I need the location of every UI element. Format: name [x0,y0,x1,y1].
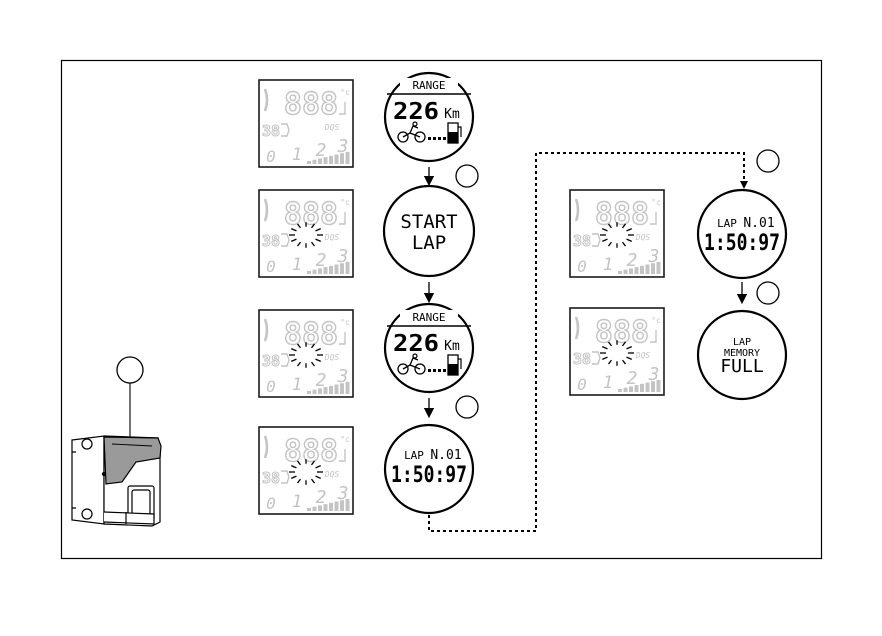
gear-prefix-digits: 38 [573,232,591,250]
memory-line1: LAP [733,337,751,348]
temperature-unit: °c [340,198,350,207]
speed-ghost-digits: 888 [595,197,649,232]
speed-ghost-digits: 888 [284,317,338,352]
speed-ghost-digits: 888 [595,315,649,350]
round-display-start-lap: START LAP [384,186,474,276]
speed-ghost-digits: 888 [284,87,338,122]
gear-number: 1 [292,492,302,512]
temperature-unit: °c [340,435,350,444]
gear-number: 1 [603,373,613,393]
speed-ghost-digits: 888 [284,197,338,232]
gear-number: 1 [292,255,302,275]
round-display-lap-time-2: LAP N.01 1:50:97 [698,190,786,278]
start-lap-line2: LAP [412,232,446,254]
gear-number: 0 [266,147,276,166]
gear-number: 1 [292,145,302,165]
callout-circle [117,357,143,383]
memory-line3: FULL [720,356,764,377]
lap-number: N.01 [743,216,774,231]
temperature-unit: °c [340,318,350,327]
gear-number: 0 [266,257,276,276]
temperature-unit: °c [651,198,661,207]
lap-label: LAP [717,217,737,230]
range-unit: Km [444,339,460,354]
gear-prefix-digits: 38 [262,122,280,140]
dqs-label: DQS [324,233,340,242]
callout-circle [757,150,779,172]
gear-number: 0 [266,494,276,513]
gear-prefix-digits: 38 [262,352,280,370]
dqs-label: DQS [324,123,340,132]
handlebar-switch-icon [72,383,161,526]
gear-number: 0 [266,377,276,396]
gear-prefix-digits: 38 [262,232,280,250]
dqs-label: DQS [324,470,340,479]
gear-number: 1 [292,375,302,395]
range-unit: Km [444,107,460,122]
gear-number: 0 [577,257,587,276]
range-label: RANGE [412,79,445,92]
callout-circle [757,282,779,304]
gear-number: 1 [603,255,613,275]
callout-circle [456,396,478,418]
gear-prefix-digits: 38 [262,469,280,487]
lap-number: N.01 [430,448,461,463]
temperature-unit: °c [651,316,661,325]
gear-prefix-digits: 38 [573,350,591,368]
speed-ghost-digits: 888 [284,434,338,469]
temperature-unit: °c [340,88,350,97]
lap-label: LAP [404,449,424,462]
dqs-label: DQS [635,233,651,242]
gear-number: 0 [577,375,587,394]
lap-time: 1:50:97 [704,231,780,256]
callout-circle [456,165,478,187]
round-display-lap-time-1: LAP N.01 1:50:97 [385,425,473,513]
round-display-range-2: RANGE 226 Km [385,304,473,392]
lap-time: 1:50:97 [391,463,467,488]
round-display-memory-full: LAP MEMORY FULL [698,311,786,399]
round-display-range-1: RANGE 226 Km [385,73,473,161]
range-value: 226 [393,99,439,125]
start-lap-line1: START [400,211,457,233]
dqs-label: DQS [635,351,651,360]
dqs-label: DQS [324,353,340,362]
range-label: RANGE [412,311,445,324]
range-value: 226 [393,331,439,357]
